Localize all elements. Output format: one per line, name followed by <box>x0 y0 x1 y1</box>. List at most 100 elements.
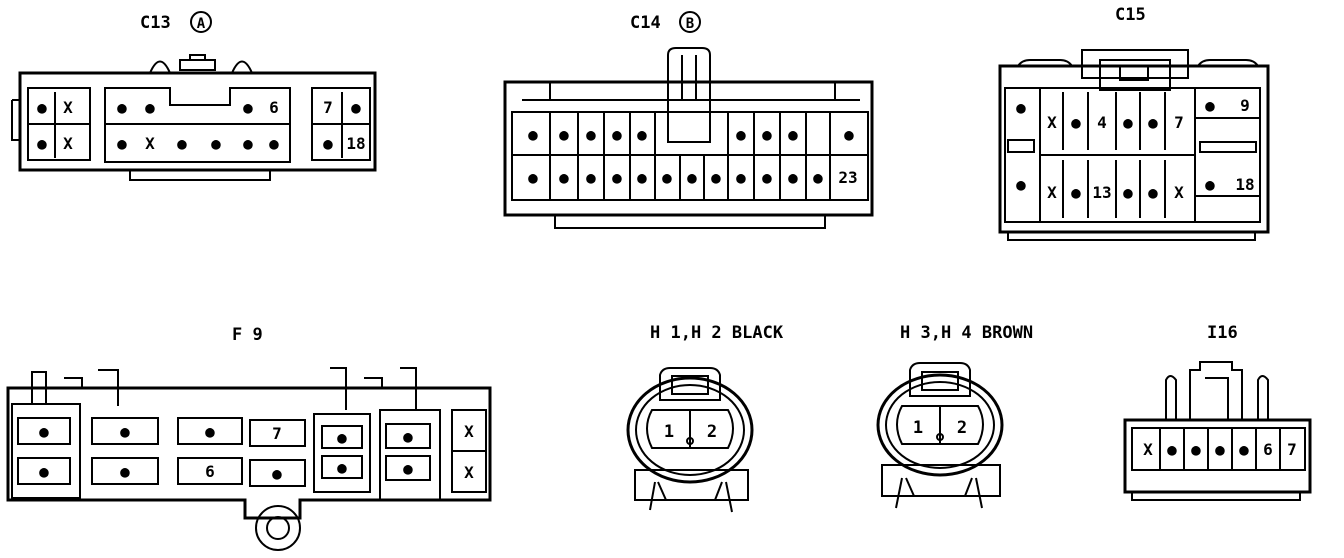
i16-pin: ● <box>1215 440 1225 459</box>
c15-pin: ● <box>1148 183 1158 202</box>
c14-pin: ● <box>528 125 538 144</box>
f9-pin: ● <box>403 459 413 478</box>
c14-row2: ● ● ● ● ● ● ● ● ● ● ● ● 23 <box>528 155 858 200</box>
c13-badge: A <box>197 16 206 32</box>
h34-housing <box>876 373 1004 477</box>
f9-pin: ● <box>403 427 413 446</box>
c13-pin: ● <box>269 134 279 153</box>
f9-pin: 6 <box>205 462 215 481</box>
c15-pin: 9 <box>1240 96 1250 115</box>
c15-pin: 4 <box>1097 113 1107 132</box>
c14-badge-circle <box>679 11 701 33</box>
c14-housing <box>503 80 874 217</box>
c13-pin: ● <box>243 134 253 153</box>
i16-housing <box>1123 418 1312 494</box>
c15-pin: 18 <box>1235 175 1254 194</box>
connector-c13: C13 A ● X ● ● ● 6 7 ● ● X ● X ● ● ● ● ● … <box>11 11 377 181</box>
c14-pin: 23 <box>838 168 857 187</box>
connector-f9: F 9 ● ● ● ● ● 6 7 ● ● ● ● ● X X <box>6 325 492 551</box>
c15-pin: 7 <box>1174 113 1184 132</box>
connector-i16: I16 X ● ● ● ● 6 7 <box>1123 323 1312 501</box>
f9-mount-hole <box>266 516 290 540</box>
c15-label: C15 <box>1115 5 1146 25</box>
c15-pin: 13 <box>1092 183 1111 202</box>
h34-pin: 1 <box>913 418 923 438</box>
h34-label: H 3,H 4 BROWN <box>900 323 1033 343</box>
c14-pin: ● <box>788 125 798 144</box>
c13-pin: ● <box>117 134 127 153</box>
c15-pin: ● <box>1016 175 1026 194</box>
c14-pin: ● <box>559 125 569 144</box>
i16-pin: 7 <box>1287 440 1297 459</box>
h12-pin: 1 <box>664 422 674 442</box>
c15-pin: X <box>1174 183 1184 202</box>
h34-pin: 2 <box>957 418 967 438</box>
connector-c15: C15 ● X ● 4 ● ● 7 ● 9 ● X ● <box>998 5 1270 241</box>
connector-h3-h4: H 3,H 4 BROWN 1 2 <box>876 323 1033 509</box>
c13-pin: ● <box>37 98 47 117</box>
c14-pin: ● <box>844 125 854 144</box>
c15-pin: ● <box>1016 98 1026 117</box>
c14-pin: ● <box>612 168 622 187</box>
c14-pin: ● <box>637 125 647 144</box>
c14-label: C14 <box>630 13 661 33</box>
c13-badge-circle <box>190 11 212 33</box>
c15-housing <box>998 64 1270 234</box>
c13-pin: 18 <box>346 134 365 153</box>
c14-pin: ● <box>586 125 596 144</box>
h12-latch <box>659 367 721 401</box>
c13-pin: ● <box>323 134 333 153</box>
f9-pin: 7 <box>272 424 282 443</box>
c14-pin: ● <box>528 168 538 187</box>
c13-pin: ● <box>243 98 253 117</box>
i16-pin: ● <box>1191 440 1201 459</box>
c13-label: C13 <box>140 13 171 33</box>
c13-pin: ● <box>145 98 155 117</box>
i16-pin: X <box>1143 440 1153 459</box>
i16-latch <box>1189 361 1243 420</box>
c14-pin: ● <box>612 125 622 144</box>
f9-pin: ● <box>337 428 347 447</box>
f9-pin: ● <box>337 458 347 477</box>
f9-pin: X <box>464 463 474 482</box>
c14-pin: ● <box>813 168 823 187</box>
c14-pin: ● <box>687 168 697 187</box>
c13-housing <box>18 71 377 172</box>
c14-pin: ● <box>762 125 772 144</box>
f9-pin: ● <box>272 464 282 483</box>
c13-pin: ● <box>37 134 47 153</box>
c15-pin: ● <box>1205 175 1215 194</box>
c14-pin: ● <box>711 168 721 187</box>
c15-pin: ● <box>1071 113 1081 132</box>
c14-pin: ● <box>662 168 672 187</box>
c14-pin: ● <box>637 168 647 187</box>
f9-pin: ● <box>39 462 49 481</box>
c14-badge: B <box>686 16 694 32</box>
c14-row1: ● ● ● ● ● ● ● ● ● <box>528 112 854 155</box>
i16-pin: ● <box>1167 440 1177 459</box>
c15-pin: ● <box>1205 96 1215 115</box>
h34-latch <box>909 362 971 397</box>
f9-label: F 9 <box>232 325 263 345</box>
c13-pin: ● <box>211 134 221 153</box>
c15-latch <box>1081 49 1189 79</box>
c13-pin: ● <box>351 98 361 117</box>
c15-pin: ● <box>1123 113 1133 132</box>
h12-pin: 2 <box>707 422 717 442</box>
connector-h1-h2: H 1,H 2 BLACK 1 2 <box>626 323 784 513</box>
c15-pin: X <box>1047 113 1057 132</box>
i16-pin: ● <box>1239 440 1249 459</box>
f9-pin: ● <box>205 422 215 441</box>
c15-pin: ● <box>1071 183 1081 202</box>
c13-pin: X <box>63 98 73 117</box>
c14-pin: ● <box>736 168 746 187</box>
c15-pin: ● <box>1123 183 1133 202</box>
c15-pin: ● <box>1148 113 1158 132</box>
c13-pin: ● <box>177 134 187 153</box>
c13-pin: X <box>63 134 73 153</box>
connector-c14: C14 B ● ● ● ● ● ● ● ● <box>503 11 874 229</box>
f9-pin: X <box>464 422 474 441</box>
h12-label: H 1,H 2 BLACK <box>650 323 784 343</box>
c14-pin: ● <box>586 168 596 187</box>
